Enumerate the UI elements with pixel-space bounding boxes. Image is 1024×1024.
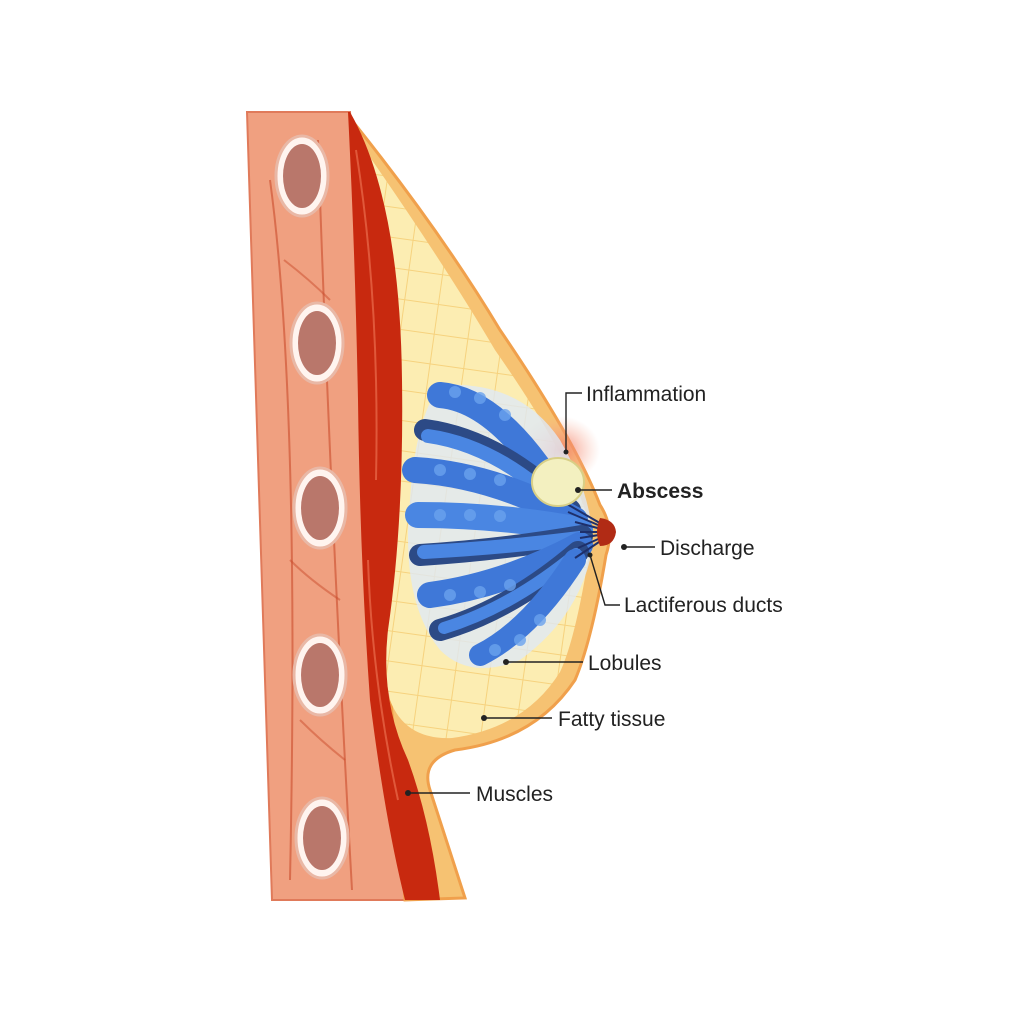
abscess [531,457,585,507]
nipple [597,518,616,546]
leader-inflammation [563,392,582,455]
lobule-cluster-3 [402,457,588,533]
leader-fatty-tissue [481,715,552,721]
leader-abscess [575,487,612,493]
mammary-gland [402,382,593,668]
leader-muscles [405,790,470,796]
label-discharge: Discharge [660,537,755,560]
label-abscess: Abscess [617,480,703,503]
rib-2 [289,301,345,385]
leader-lobules [503,659,583,665]
ribs [274,134,350,880]
leader-discharge [621,544,655,550]
label-muscles: Muscles [476,783,553,806]
leader-lines [405,392,655,796]
rib-5 [294,796,350,880]
rib-3 [292,466,348,550]
label-lactiferous-ducts: Lactiferous ducts [624,594,783,617]
rib-4 [292,633,348,717]
leader-lactiferous-ducts [587,552,620,606]
label-fatty-tissue: Fatty tissue [558,708,665,731]
rib-1 [274,134,330,218]
label-inflammation: Inflammation [586,383,706,406]
label-lobules: Lobules [588,652,662,675]
pectoral-muscle [348,112,440,900]
